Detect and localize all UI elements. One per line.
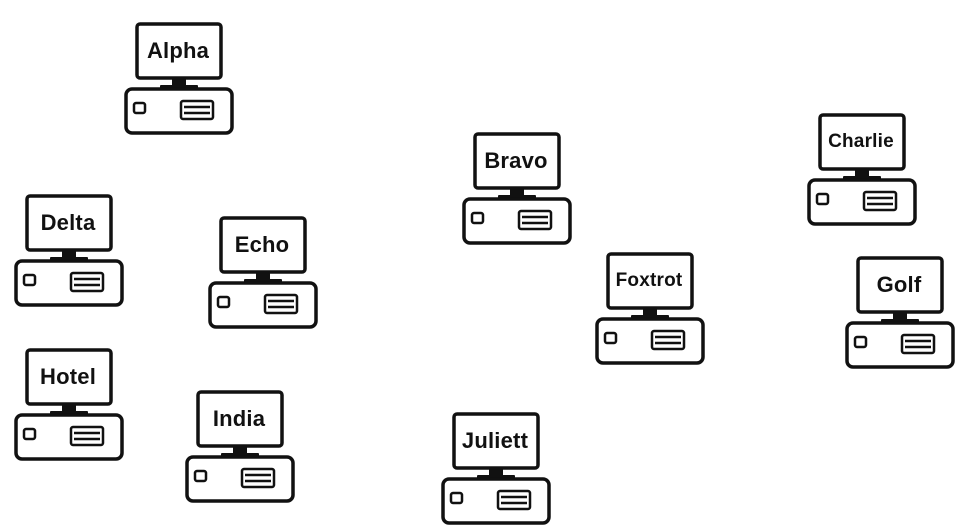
computer-india: India — [185, 389, 295, 504]
computer-golf: Golf — [845, 255, 955, 370]
computer-juliett: Juliett — [441, 411, 551, 526]
computer-label: Alpha — [146, 38, 210, 63]
computer-foxtrot: Foxtrot — [595, 251, 705, 366]
computer-hotel: Hotel — [14, 347, 124, 462]
desktop-computer-icon — [185, 390, 295, 503]
computer-label: Bravo — [484, 148, 548, 173]
desktop-computer-icon — [14, 348, 124, 461]
desktop-computer-icon — [208, 216, 318, 329]
computer-label: Foxtrot — [615, 270, 683, 291]
computer-echo: Echo — [208, 215, 318, 330]
desktop-computer-icon — [595, 252, 705, 365]
computer-label: Golf — [876, 272, 922, 297]
computer-charlie: Charlie — [807, 112, 917, 227]
computer-delta: Delta — [14, 193, 124, 308]
desktop-computer-icon — [441, 412, 551, 525]
computer-label: Hotel — [40, 364, 96, 389]
desktop-computer-icon — [14, 194, 124, 307]
computer-label: Delta — [40, 210, 96, 235]
desktop-computer-icon — [124, 22, 234, 135]
desktop-computer-icon — [845, 256, 955, 369]
computer-bravo: Bravo — [462, 131, 572, 246]
computer-label: Echo — [234, 232, 290, 257]
desktop-computer-icon — [462, 132, 572, 245]
computer-label: India — [212, 406, 266, 431]
computer-label: Charlie — [828, 131, 894, 152]
desktop-computer-icon — [807, 113, 917, 226]
computer-label: Juliett — [461, 428, 529, 453]
computer-alpha: Alpha — [124, 21, 234, 136]
